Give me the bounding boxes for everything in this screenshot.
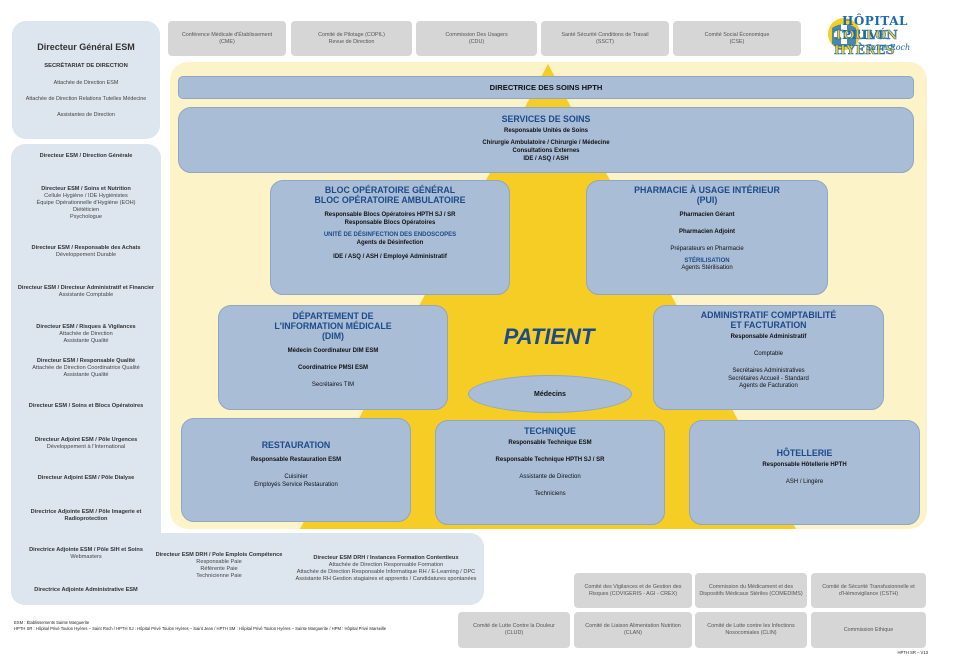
left-item: Directeur Adjoint ESM / Pôle Urgences Dé… [34,437,138,450]
left-item: Directeur ESM / Risques & Vigilances Att… [36,324,136,344]
drh-emplois: Directeur ESM DRH / Pole Emplois Compéte… [155,552,283,579]
services-soins-title: SERVICES DE SOINS [501,114,591,124]
direction-secretariat: SECRÉTARIAT DE DIRECTION [44,63,128,69]
administratif-box: ADMINISTRATIF COMPTABILITÉ ET FACTURATIO… [653,305,884,410]
left-item: Directeur Adjoint ESM / Pôle Dialyse [37,475,135,481]
left-item: Directeur ESM / Responsable Qualité Atta… [32,358,140,378]
dim-box: DÉPARTEMENT DE L'INFORMATION MÉDICALE (D… [218,305,448,410]
medecins-oval: Médecins [468,375,632,413]
footer-version: HPTH SR – V13 [897,650,929,655]
drh-formation: Directeur ESM DRH / Instances Formation … [295,555,477,582]
directrice-bar: DIRECTRICE DES SOINS HPTH [178,76,914,99]
committee-csth: Comité de Sécurité Transfusionnelle et d… [811,573,926,608]
left-item: Directeur ESM / Directeur Administratif … [17,285,155,298]
services-soins-box: SERVICES DE SOINS Responsable Unités de … [178,107,914,173]
patient-label: PATIENT [503,324,595,349]
logo-line3: Saint Roch [866,43,911,52]
committee-ssct: Santé Sécurité Conditions de Travail(SSC… [541,21,669,56]
left-item: Directrice Adjointe ESM / Pôle SIH et So… [29,547,143,560]
logo-line2: TOULON HYÈRES [834,27,898,58]
bloc-operatoire-box: BLOC OPÉRATOIRE GÉNÉRAL BLOC OPÉRATOIRE … [270,180,510,295]
committee-clan: Comité de Liaison Alimentation Nutrition… [574,612,692,648]
hospital-logo: HÔPITAL PRIVÉ TOULON HYÈRES Saint Roch [822,12,950,58]
direction-item: Attachée de Direction Relations Tutelles… [25,96,147,102]
logo-line1: HÔPITAL PRIVÉ [842,14,908,42]
direction-item: Assistantes de Direction [57,112,115,118]
left-column-panel [11,144,161,605]
hotellerie-box: HÔTELLERIE Responsable Hôtellerie HPTH A… [689,420,920,525]
direction-panel [12,21,160,139]
committee-ethique: Commission Ethique [811,612,926,648]
committee-cdu: Commission Des Usagers(CDU) [416,21,537,56]
committee-cme: Conférence Médicale d'Établissement(CME) [168,21,286,56]
left-item: Directeur ESM / Responsable des Achats D… [31,245,141,258]
patient-triangle [300,64,796,529]
left-item: Directeur ESM / Direction Générale [39,153,133,159]
footer-legend: ESM : Établissements Sainte Marguerite H… [14,620,387,631]
committee-clud: Comité de Lutte Contre la Douleur(CLUD) [458,612,570,648]
committee-cse: Comité Social Économique(CSE) [673,21,801,56]
left-item: Directeur ESM / Soins et Blocs Opératoir… [28,403,144,409]
committee-covigeris: Comité des Vigilances et de Gestion des … [574,573,692,608]
logo-emblem-icon [828,18,860,50]
restauration-box: RESTAURATION Responsable Restauration ES… [181,418,411,522]
bottom-left-panel [11,533,484,605]
committee-copil: Comité de Pilotage (COPIL)Revue de Direc… [291,21,412,56]
left-item: Directrice Adjointe ESM / Pôle Imagerie … [30,509,142,522]
direction-item: Attachée de Direction ESM [53,80,119,86]
pharmacie-box: PHARMACIE À USAGE INTÉRIEUR (PUI) Pharma… [586,180,828,295]
left-item: Directeur ESM / Soins et Nutrition Cellu… [36,186,136,220]
direction-title: Directeur Général ESM [37,42,135,52]
technique-box: TECHNIQUE Responsable Technique ESM Resp… [435,420,665,525]
committee-comedims: Commission du Médicament et des Disposit… [695,573,807,608]
left-item: Directrice Adjointe Administrative ESM [34,587,138,593]
